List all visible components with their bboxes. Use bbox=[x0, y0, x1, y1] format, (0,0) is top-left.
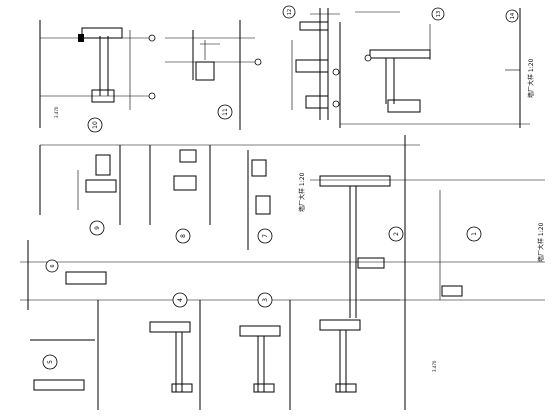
detail-9-bubble bbox=[89, 220, 105, 236]
detail-2-bubble bbox=[388, 226, 404, 242]
detail-9-label: 9 bbox=[94, 226, 101, 230]
detail-10-label: 10 bbox=[92, 121, 99, 129]
detail-4-label: 4 bbox=[177, 298, 184, 302]
detail-8-label: 8 bbox=[180, 234, 187, 238]
detail-13-label: 13 bbox=[436, 11, 442, 17]
detail-1-2-group: 2 1 墙厂大样 1:20 bbox=[310, 135, 545, 410]
detail-3-label: 3 bbox=[262, 298, 269, 302]
detail-13-14-group: 13 14 墙厂大样 1:20 bbox=[339, 7, 535, 128]
detail-4-group: 4 bbox=[149, 292, 201, 410]
level-label: 3.470 bbox=[432, 360, 437, 372]
detail-4-bubble bbox=[172, 292, 188, 308]
detail-1-bubble bbox=[466, 226, 482, 242]
detail-11-group: 11 bbox=[165, 20, 262, 130]
detail-5-group: 5 bbox=[30, 300, 99, 410]
bottom-right-section: 3.470 bbox=[319, 299, 437, 393]
detail-7-label: 7 bbox=[262, 234, 269, 238]
detail-9-group: 9 bbox=[39, 145, 121, 236]
note-a: 墙厂大样 1:20 bbox=[527, 58, 535, 98]
detail-5-label: 5 bbox=[47, 360, 54, 364]
detail-6-bubble bbox=[45, 259, 59, 273]
detail-12-group: 12 bbox=[282, 5, 340, 120]
detail-3-group: 3 bbox=[239, 292, 291, 410]
detail-11-label: 11 bbox=[222, 108, 229, 116]
note-b: 墙厂大样 1:20 bbox=[298, 172, 306, 212]
detail-13-bubble bbox=[431, 7, 445, 21]
svg-text:3.470: 3.470 bbox=[54, 106, 59, 118]
detail-10-bubble bbox=[87, 117, 103, 133]
detail-8-bubble bbox=[175, 228, 191, 244]
detail-14-label: 14 bbox=[510, 13, 516, 19]
detail-1-label: 1 bbox=[471, 232, 478, 236]
detail-11-bubble bbox=[217, 104, 233, 120]
detail-2-label: 2 bbox=[393, 232, 400, 236]
detail-12-bubble bbox=[282, 5, 296, 19]
detail-3-bubble bbox=[257, 292, 273, 308]
detail-12-label: 12 bbox=[287, 9, 293, 15]
detail-6-group: 6 bbox=[27, 240, 107, 310]
detail-7-group: 7 墙厂大样 1:20 bbox=[247, 150, 306, 250]
detail-8-group: 8 bbox=[149, 145, 211, 244]
detail-14-bubble bbox=[505, 9, 519, 23]
detail-6-label: 6 bbox=[50, 264, 56, 267]
detail-5-bubble bbox=[42, 354, 58, 370]
detail-10-group: 3.470 10 bbox=[39, 20, 156, 133]
note-c: 墙厂大样 1:20 bbox=[537, 222, 545, 262]
detail-7-bubble bbox=[257, 228, 273, 244]
